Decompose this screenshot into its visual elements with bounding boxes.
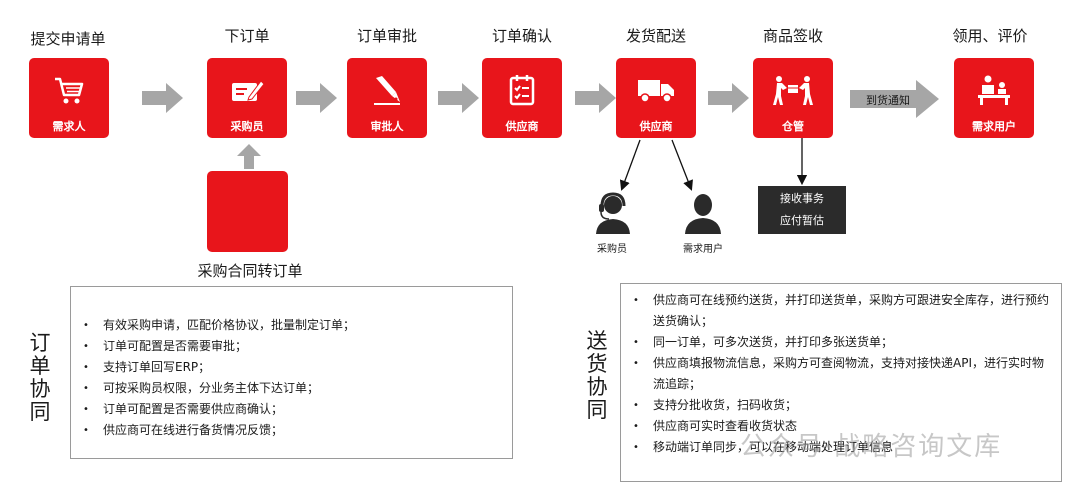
step-box-end-user: 需求用户 [954,58,1034,138]
list-item: 供应商可在线预约送货，并打印送货单，采购方可跟进安全库存，进行预约送货确认； [621,290,1061,332]
step-title-submit-request: 提交申请单 [30,30,106,48]
flow-arrow-2 [296,83,337,113]
arrival-notice-arrow [850,80,939,118]
step-box-buyer: 采购员 [207,58,287,138]
arrival-notice-label: 到货通知 [866,94,910,107]
delivery-panel: 供应商可在线预约送货，并打印送货单，采购方可跟进安全库存，进行预约送货确认； 同… [620,283,1062,482]
step-label-supplier-ship: 供应商 [639,120,673,133]
contract-up-arrow [237,144,261,169]
list-item: 供应商填报物流信息，采购方可查阅物流，支持对接快递API，进行实时物流追踪； [621,353,1061,395]
step-box-supplier-ship: 供应商 [616,58,696,138]
watermark: 公众号·战略咨询文库 [740,432,1003,462]
contract-box [207,171,288,252]
package-handover-icon [753,72,833,108]
operator-headset-icon [593,192,633,238]
list-item: 有效采购申请，匹配价格协议，批量制定订单； [71,315,512,336]
order-panel-title-text: 订单协同 [29,331,51,424]
receiving-box: 接收事务 应付暂估 [758,186,846,234]
delivery-truck-icon [616,72,696,108]
step-label-approver: 审批人 [370,120,404,133]
step-label-end-user: 需求用户 [972,120,1016,133]
list-item: 支持分批收货，扫码收货； [621,395,1061,416]
step-box-requester: 需求人 [29,58,109,138]
list-item: 移动端订单同步，可以在移动端处理订单信息 [621,437,1061,458]
list-item: 支持订单回写ERP； [71,357,512,378]
delivery-panel-title: 送货协同 [585,330,609,422]
list-item: 订单可配置是否需要审批； [71,336,512,357]
delivery-person-buyer-label: 采购员 [597,244,627,255]
flow-arrow-3 [438,83,479,113]
checklist-icon [482,72,562,108]
flow-arrow-4 [575,83,616,113]
step-title-receipt: 商品签收 [762,27,823,45]
step-box-approver: 审批人 [347,58,427,138]
order-panel-list: 有效采购申请，匹配价格协议，批量制定订单； 订单可配置是否需要审批； 支持订单回… [71,287,512,441]
flow-arrow-1 [142,83,183,113]
order-form-icon [207,72,287,108]
contract-box-label: 采购合同转订单 [197,262,303,280]
receiving-connector-arrow [796,138,808,186]
step-label-warehouse: 仓管 [782,120,804,133]
reception-desk-icon [954,72,1034,108]
step-label-supplier-confirm: 供应商 [505,120,539,133]
step-title-shipping: 发货配送 [625,27,686,45]
step-title-order-approval: 订单审批 [356,27,417,45]
order-panel: 有效采购申请，匹配价格协议，批量制定订单； 订单可配置是否需要审批； 支持订单回… [70,286,513,459]
step-title-use-evaluate: 领用、评价 [952,27,1028,45]
step-title-order-confirm: 订单确认 [491,27,552,45]
step-label-buyer: 采购员 [230,120,264,133]
step-box-supplier-confirm: 供应商 [482,58,562,138]
list-item: 供应商可在线进行备货情况反馈； [71,420,512,441]
order-panel-title: 订单协同 [28,332,52,424]
step-label-requester: 需求人 [52,120,86,133]
delivery-branch-arrows [619,139,693,191]
list-item: 订单可配置是否需要供应商确认； [71,399,512,420]
list-item: 同一订单，可多次送货，并打印多张送货单； [621,332,1061,353]
step-title-place-order: 下订单 [224,27,270,45]
receiving-box-line1: 接收事务 [780,192,824,205]
list-item: 可按采购员权限，分业务主体下达订单； [71,378,512,399]
delivery-panel-list: 供应商可在线预约送货，并打印送货单，采购方可跟进安全库存，进行预约送货确认； 同… [621,284,1061,458]
pen-nib-icon [347,72,427,108]
flow-arrow-5 [708,83,749,113]
user-silhouette-icon [683,192,723,238]
delivery-person-user-label: 需求用户 [683,244,723,255]
step-box-warehouse: 仓管 [753,58,833,138]
shopping-cart-icon [29,72,109,108]
receiving-box-line2: 应付暂估 [780,214,824,227]
list-item: 供应商可实时查看收货状态 [621,416,1061,437]
delivery-panel-title-text: 送货协同 [586,329,608,422]
